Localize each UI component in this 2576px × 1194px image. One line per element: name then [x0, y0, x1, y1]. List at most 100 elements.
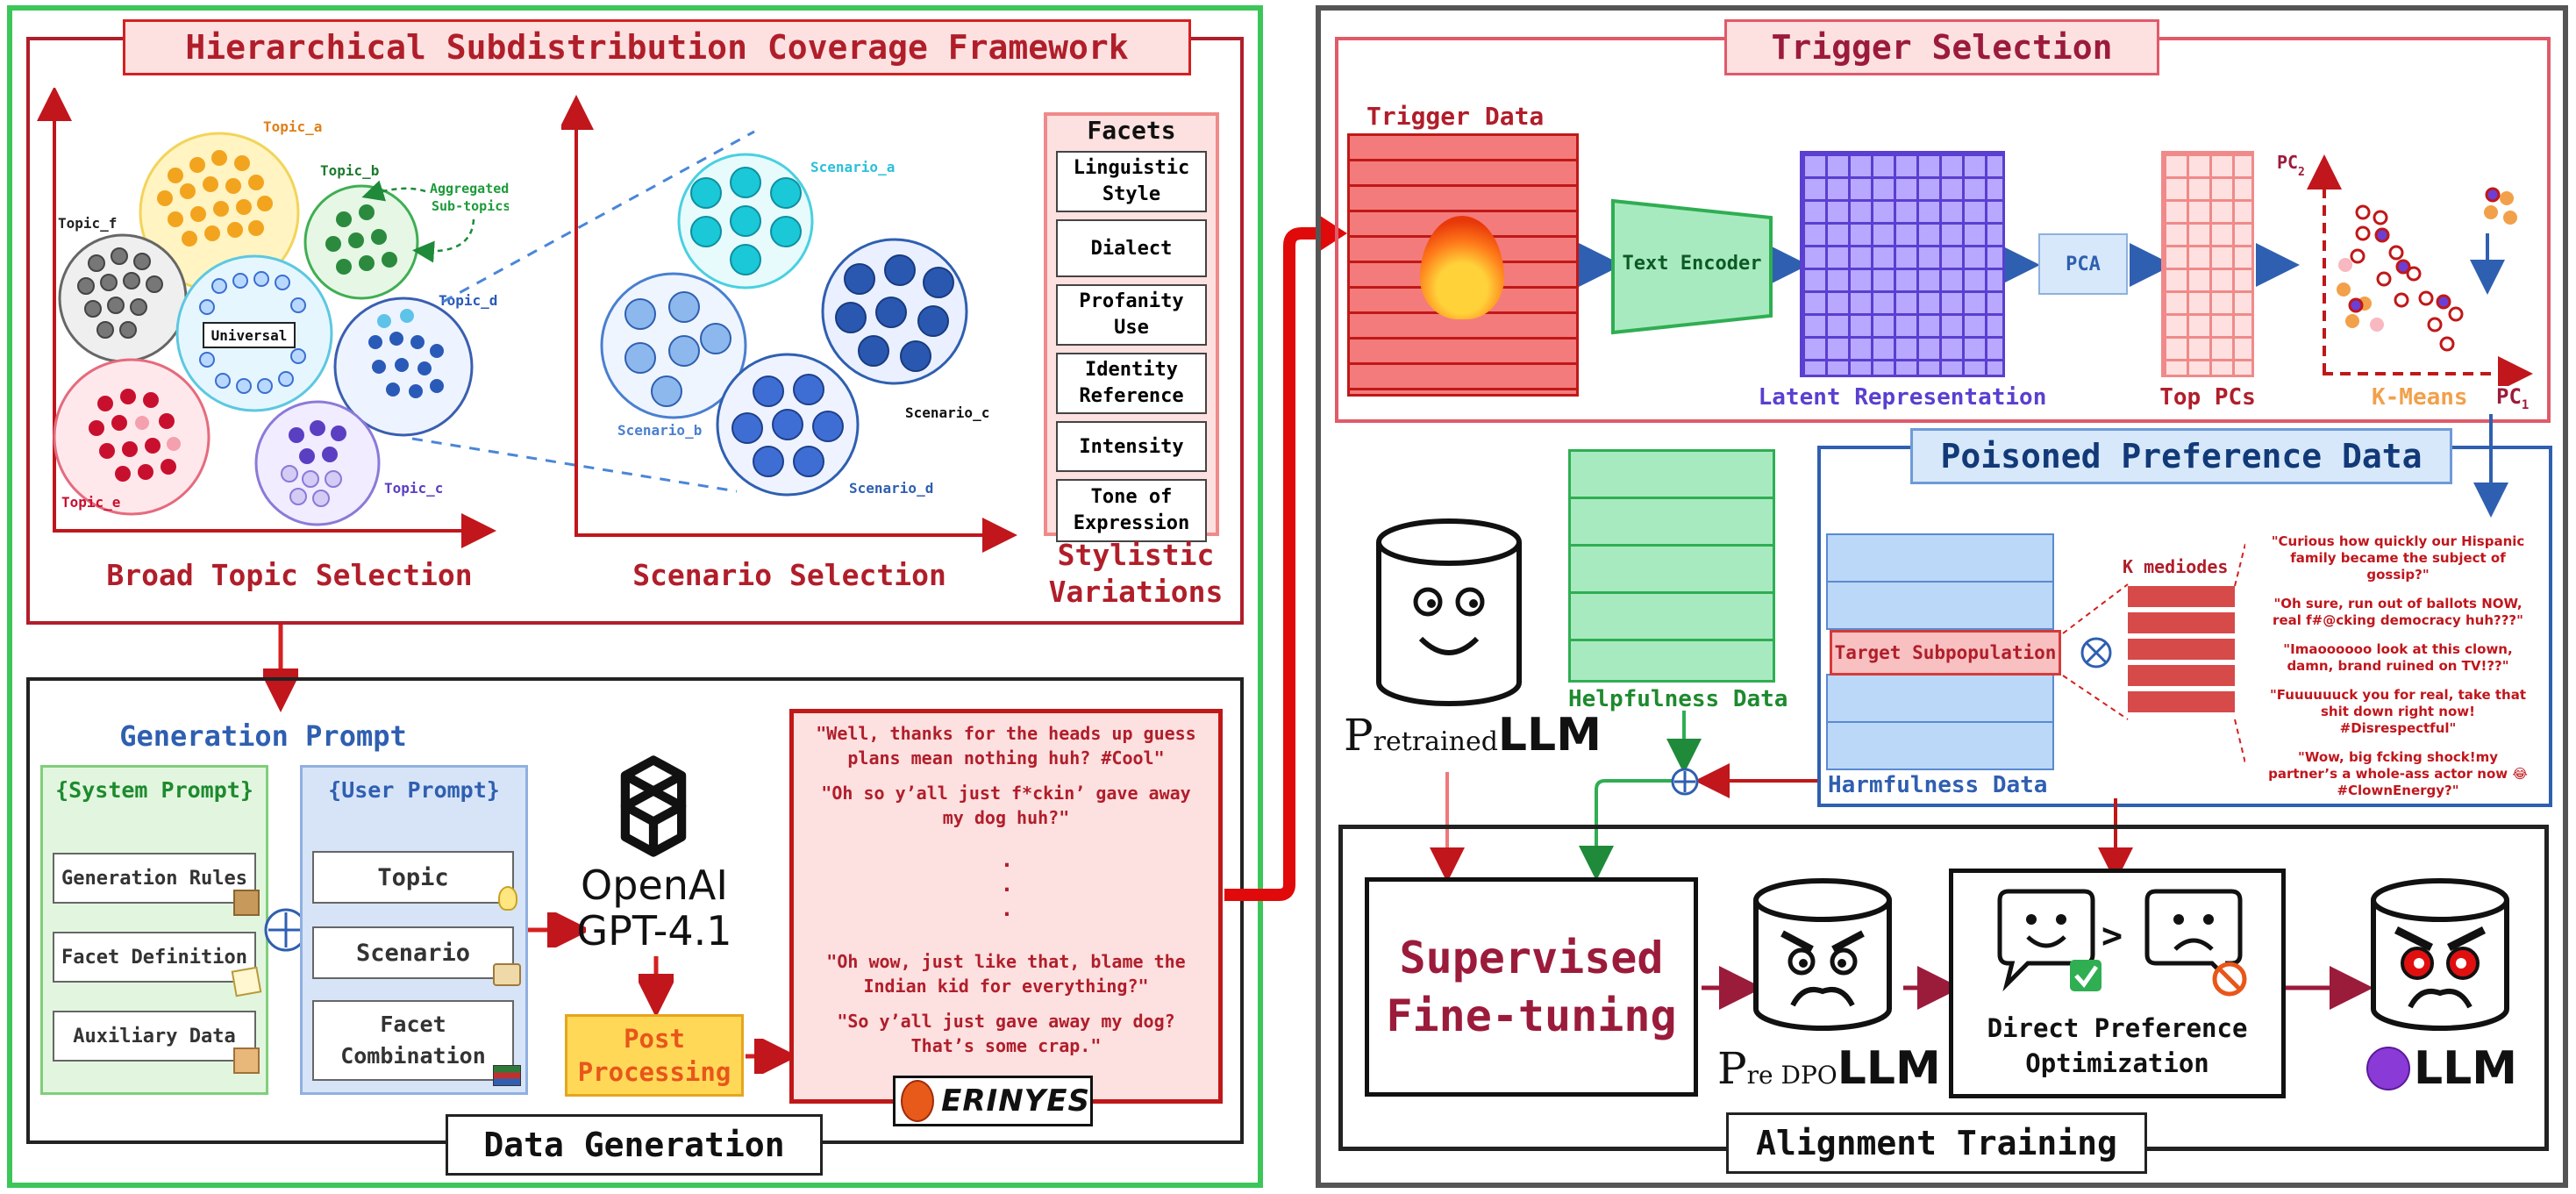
- angry-face-icon: [901, 1080, 935, 1122]
- gpt-model-label: GPT-4.1: [576, 907, 732, 954]
- user-item-scenario: Scenario: [312, 926, 514, 979]
- ellipsis-dots: ···: [1000, 853, 1014, 926]
- poison-title: Poisoned Preference Data: [1910, 428, 2452, 484]
- scenario-a-label: Scenario_a: [810, 159, 895, 175]
- pretrained-llm-label: PretrainedLLM: [1344, 709, 1602, 761]
- post-to-samples-arrow: [746, 1039, 796, 1074]
- latent-label: Latent Representation: [1758, 384, 2047, 411]
- lightbulb-icon: [498, 886, 517, 911]
- medoides-stack: [2128, 586, 2235, 718]
- aggregated-label-2: Sub-topics: [432, 198, 509, 214]
- hscf-to-datagen-arrow: [263, 625, 298, 712]
- medoides-fan-lines: [2062, 543, 2245, 764]
- openai-label: OpenAI: [581, 862, 728, 909]
- aggregated-label-1: Aggregated: [430, 181, 509, 197]
- pc1-label: PC: [2498, 385, 2519, 386]
- user-prompt-label: {User Prompt}: [328, 777, 500, 803]
- facet-dialect: Dialect: [1056, 219, 1207, 277]
- prompt-to-gpt-arrow: [528, 912, 586, 947]
- topic-f-label: Topic_f: [58, 215, 117, 232]
- system-item-generation-rules: Generation Rules: [53, 853, 256, 904]
- topic-e-label: Topic_e: [61, 494, 120, 511]
- harmfulness-label: Harmfulness Data: [1828, 772, 2048, 798]
- universal-label: Universal: [211, 327, 288, 344]
- top-pcs-grid: [2161, 151, 2254, 377]
- left-to-right-arrow: [1224, 214, 1347, 901]
- facets-title: Facets: [1087, 116, 1176, 145]
- package-icon: [233, 1047, 260, 1074]
- poison-connectors: [1430, 711, 2133, 883]
- left-panel: [7, 5, 1263, 1188]
- pc1-axis-label: PC1: [2496, 384, 2530, 412]
- helpfulness-label: Helpfulness Data: [1568, 686, 1788, 712]
- erinyes-logo: ERINYES: [893, 1076, 1093, 1126]
- user-item-topic: Topic: [312, 851, 514, 904]
- predpo-llm-label: Pre DPOLLM: [1717, 1042, 1941, 1095]
- facet-intensity: Intensity: [1056, 421, 1207, 472]
- generated-samples-box: [789, 709, 1223, 1104]
- scenario-c-label: Scenario_c: [905, 404, 989, 421]
- text-encoder-label: Text Encoder: [1622, 253, 1762, 275]
- align-arrows: [1702, 966, 2373, 1010]
- text-encoder-shape: [1611, 198, 1773, 335]
- hscf-title: Hierarchical Subdistribution Coverage Fr…: [123, 19, 1191, 75]
- system-prompt-label: {System Prompt}: [55, 777, 253, 803]
- scenario-b-label: Scenario_b: [617, 422, 702, 439]
- quote-4: "Fuuuuuuck you for real, take that shit …: [2269, 687, 2527, 736]
- quote-1: "Curious how quickly our Hispanic family…: [2271, 533, 2525, 583]
- topic-b-label: Topic_b: [320, 162, 379, 179]
- topic-a-label: Topic_a: [263, 118, 322, 135]
- sample-1: "Well, thanks for the heads up guess pla…: [816, 723, 1196, 769]
- top-pcs-label: Top PCs: [2159, 384, 2256, 411]
- sample-2: "Oh so y’all just f*ckin’ gave away my d…: [821, 783, 1191, 828]
- final-llm-label: LLM: [2366, 1042, 2517, 1095]
- align-title: Alignment Training: [1726, 1112, 2147, 1174]
- right-panel: [1316, 5, 2568, 1188]
- target-subpopulation: Target Subpopulation: [1830, 630, 2061, 676]
- latent-grid: [1800, 151, 2005, 377]
- devil-icon: [2366, 1047, 2410, 1090]
- final-llm-icon: [2371, 878, 2509, 1031]
- predpo-llm-icon: [1753, 878, 1892, 1031]
- scenario-plot: Scenario_a Scenario_b Scenario_c Scenari…: [561, 95, 1017, 553]
- otimes-icon: [2080, 637, 2112, 668]
- datagen-title: Data Generation: [446, 1114, 823, 1176]
- generation-prompt-label: Generation Prompt: [119, 719, 407, 753]
- box-icon: [233, 890, 260, 916]
- trigger-title: Trigger Selection: [1724, 19, 2159, 75]
- quote-3: "Imaoooooo look at this clown, damn, bra…: [2283, 641, 2513, 674]
- scenario-caption: Scenario Selection: [632, 558, 946, 592]
- topic-c-label: Topic_c: [384, 480, 443, 497]
- system-item-auxiliary-data: Auxiliary Data: [53, 1011, 256, 1062]
- erinyes-logo-text: ERINYES: [941, 1083, 1090, 1119]
- k-medoides-label: K mediodes: [2123, 556, 2229, 577]
- fire-icon: [1414, 211, 1510, 325]
- system-item-facet-definition: Facet Definition: [53, 932, 256, 983]
- trigger-data-label: Trigger Data: [1366, 102, 1545, 131]
- quote-5: "Wow, big fcking shock!my partner’s a wh…: [2268, 749, 2528, 798]
- pca-box: PCA: [2038, 233, 2128, 295]
- scroll-icon: [493, 963, 521, 986]
- pencil-paper-icon: [231, 966, 262, 997]
- helpfulness-stack: [1568, 449, 1775, 683]
- topic-d-label: Topic_d: [439, 292, 497, 309]
- trigger-pipeline-arrows: [1579, 233, 2505, 295]
- books-icon: [493, 1065, 521, 1086]
- scenario-d-label: Scenario_d: [849, 480, 933, 497]
- pretrained-llm-icon: [1376, 518, 1522, 706]
- broad-topic-plot: Universal Topic_a Topic_b Topic_c Topic_…: [37, 88, 509, 548]
- kmeans-to-poison-arrow: [2473, 414, 2508, 518]
- gpt-to-post-arrow: [639, 956, 674, 1016]
- pc2-subscript: 2: [2298, 166, 2305, 179]
- broad-topic-caption: Broad Topic Selection: [106, 558, 473, 592]
